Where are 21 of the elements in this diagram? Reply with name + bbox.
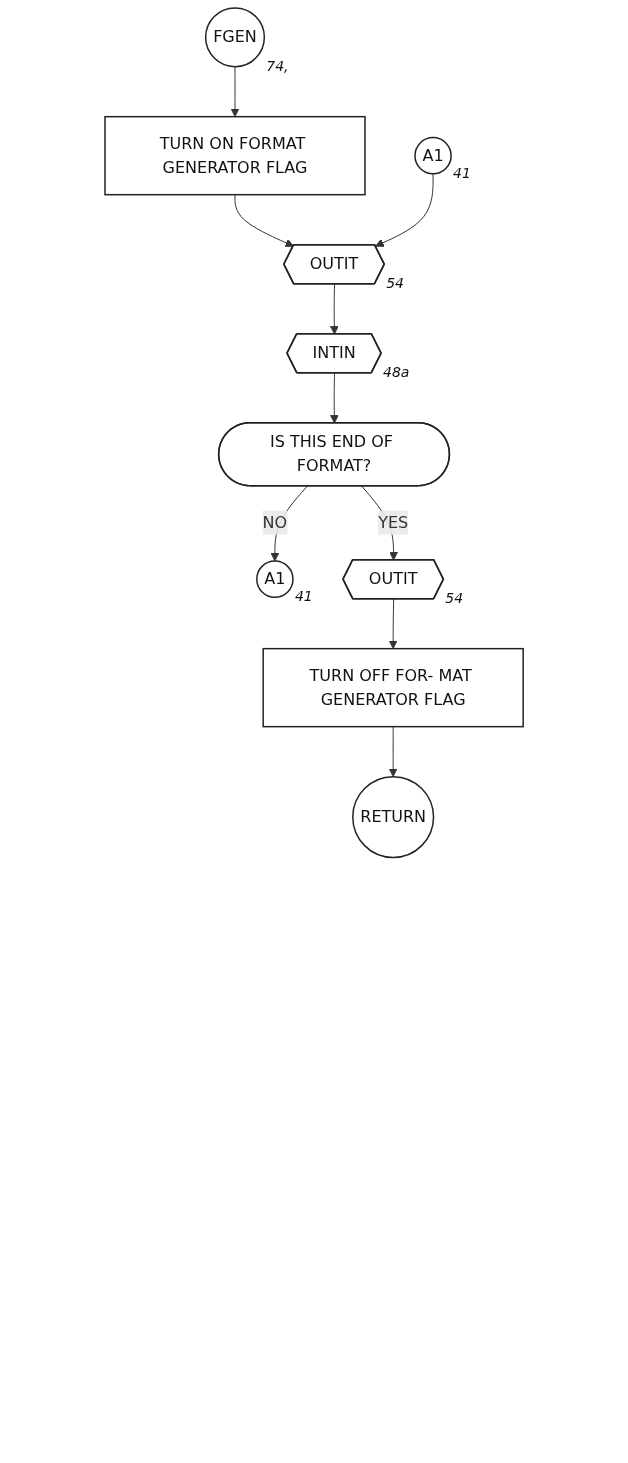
arrow xyxy=(234,194,294,247)
arrow xyxy=(388,726,398,778)
reference-number: 48a xyxy=(383,363,410,380)
reference-number: 54 xyxy=(445,589,464,606)
arrow xyxy=(329,372,339,424)
node-box: TURN OFF FOR- MAT GENERATOR FLAG xyxy=(262,647,524,728)
reference-number: 41 xyxy=(294,588,313,605)
reference-number: 41 xyxy=(453,164,471,181)
node-circle: RETURN xyxy=(351,775,435,859)
arrow xyxy=(329,283,339,335)
arrow xyxy=(375,173,434,247)
reference-number: 54 xyxy=(386,274,404,291)
reference-number: 74, xyxy=(266,57,289,74)
arrow xyxy=(230,66,240,118)
edge-label: YES xyxy=(378,512,409,532)
arrow xyxy=(388,598,398,650)
node-box: TURN ON FORMAT GENERATOR FLAG xyxy=(104,115,366,196)
node-circle: A1 xyxy=(256,560,294,598)
edge-label: NO xyxy=(262,512,288,532)
node-circle: FGEN xyxy=(204,7,265,68)
node-circle: A1 xyxy=(414,136,452,175)
